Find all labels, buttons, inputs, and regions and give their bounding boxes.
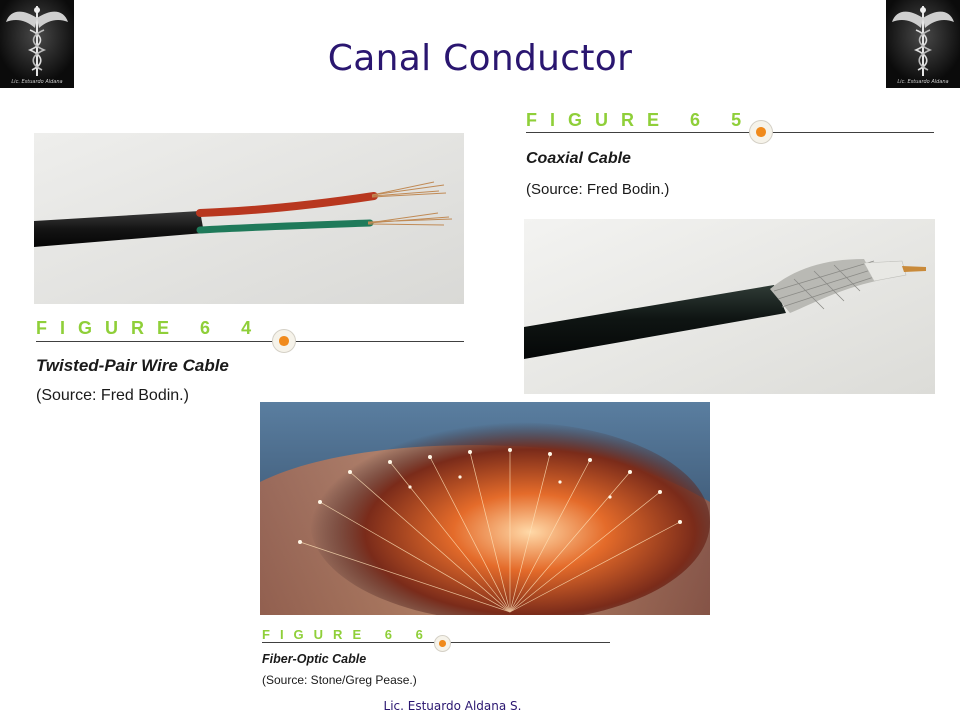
figure-6-4-header: FIGURE 6 4 — [36, 318, 466, 353]
figure-6-5-source: (Source: Fred Bodin.) — [526, 181, 670, 198]
figure-6-5-header: FIGURE 6 5 — [526, 110, 936, 144]
figure-6-5-title: Coaxial Cable — [526, 150, 631, 167]
figure-dot-icon — [434, 635, 451, 652]
figure-6-6-title: Fiber-Optic Cable — [262, 652, 367, 666]
logo-caption: Lic. Estuardo Aldana — [897, 79, 949, 85]
slide-title: Canal Conductor — [327, 38, 633, 79]
figure-rule — [526, 132, 934, 133]
logo-left: Lic. Estuardo Aldana — [0, 0, 74, 88]
logo-right: Lic. Estuardo Aldana — [886, 0, 960, 88]
figure-label: FIGURE 6 5 — [526, 110, 742, 130]
logo-caption: Lic. Estuardo Aldana — [11, 79, 63, 85]
fiber-optic-photo — [260, 402, 710, 615]
figure-6-4-title: Twisted-Pair Wire Cable — [36, 356, 229, 375]
figure-dot-icon — [272, 329, 296, 353]
figure-6-6-header: FIGURE 6 6 — [262, 627, 612, 655]
figure-6-6-source: (Source: Stone/Greg Pease.) — [262, 673, 417, 687]
twisted-pair-photo — [34, 133, 464, 304]
slide-footer: Lic. Estuardo Aldana S. — [383, 699, 522, 713]
coaxial-photo — [524, 219, 935, 394]
figure-rule — [36, 341, 464, 342]
figure-label: FIGURE 6 4 — [36, 318, 252, 338]
figure-dot-icon — [749, 120, 773, 144]
figure-6-4-source: (Source: Fred Bodin.) — [36, 387, 189, 404]
caduceus-icon — [0, 0, 74, 88]
caduceus-icon — [886, 0, 960, 88]
figure-label: FIGURE 6 6 — [262, 627, 423, 642]
